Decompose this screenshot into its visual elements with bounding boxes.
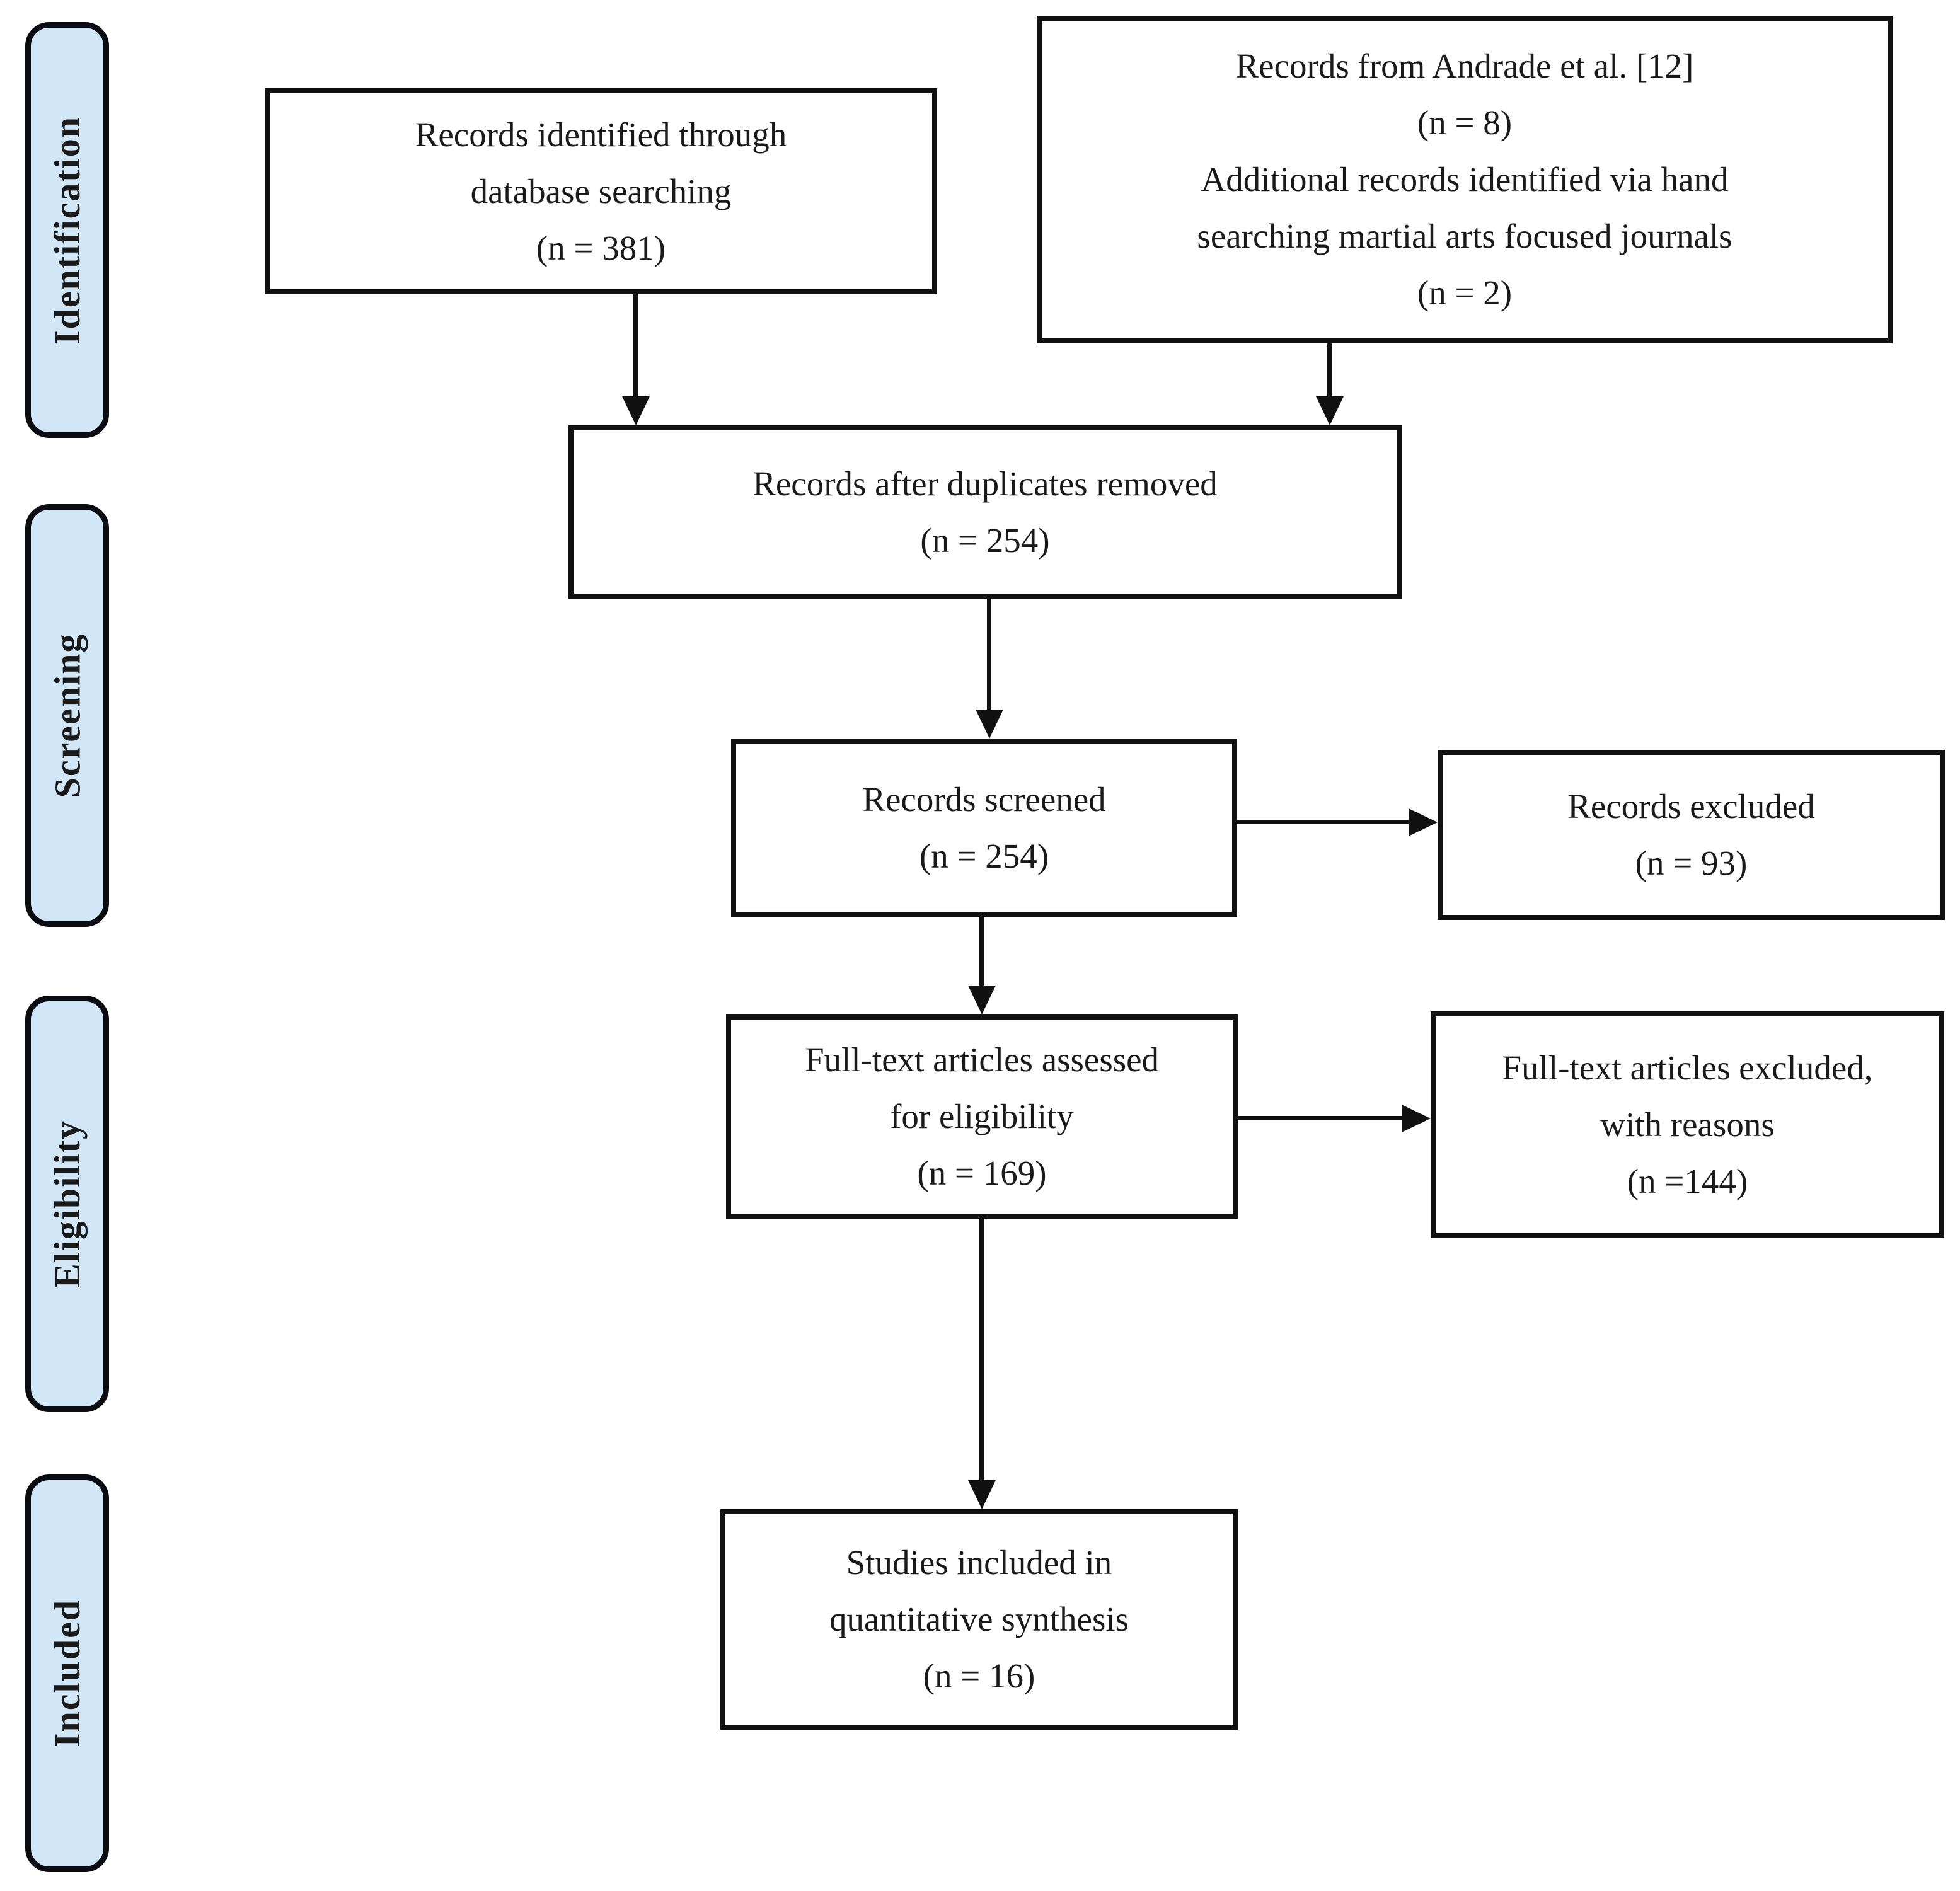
arrow-fulltext-to-fulltext-excluded-head bbox=[1402, 1105, 1431, 1132]
stage-eligibility: Eligibility bbox=[25, 996, 109, 1412]
box-additional-records-count: (n = 8) bbox=[1417, 103, 1513, 142]
stage-identification-label: Identification bbox=[47, 115, 88, 345]
arrow-deduplicated-to-screened bbox=[987, 599, 991, 710]
arrow-identified-to-deduplicated bbox=[633, 294, 638, 396]
box-fulltext-excluded-line: with reasons bbox=[1600, 1105, 1775, 1144]
box-records-excluded-count: (n = 93) bbox=[1635, 844, 1748, 882]
stage-eligibility-label: Eligibility bbox=[47, 1120, 88, 1288]
box-records-identified-line: Records identified through bbox=[415, 115, 787, 154]
box-fulltext-assessed-line: Full-text articles assessed bbox=[804, 1040, 1160, 1079]
arrow-identified-to-deduplicated-head bbox=[622, 396, 650, 425]
box-fulltext-assessed-line: for eligibility bbox=[890, 1097, 1074, 1135]
arrow-screened-to-excluded-head bbox=[1409, 808, 1438, 836]
box-duplicates-removed-count: (n = 254) bbox=[920, 520, 1050, 560]
arrow-deduplicated-to-screened-head bbox=[976, 710, 1003, 739]
box-duplicates-removed: Records after duplicates removed (n = 25… bbox=[568, 425, 1402, 599]
stage-included: Included bbox=[25, 1474, 109, 1872]
box-records-screened-line: Records screened bbox=[862, 779, 1106, 819]
arrow-screened-to-fulltext-head bbox=[968, 986, 996, 1014]
arrow-screened-to-fulltext bbox=[979, 917, 984, 986]
stage-screening: Screening bbox=[25, 504, 109, 927]
arrow-fulltext-to-included-head bbox=[968, 1480, 996, 1509]
box-additional-records-line: Additional records identified via hand bbox=[1201, 160, 1729, 198]
box-studies-included-line: Studies included in bbox=[846, 1543, 1112, 1582]
box-additional-records-line: searching martial arts focused journals bbox=[1197, 217, 1732, 255]
box-additional-records-count: (n = 2) bbox=[1417, 273, 1513, 312]
box-records-identified-line: database searching bbox=[470, 171, 732, 210]
box-records-excluded-line: Records excluded bbox=[1567, 787, 1815, 825]
box-studies-included-count: (n = 16) bbox=[923, 1657, 1035, 1695]
box-duplicates-removed-line: Records after duplicates removed bbox=[752, 464, 1218, 503]
arrow-additional-to-deduplicated-head bbox=[1316, 396, 1344, 425]
box-fulltext-assessed: Full-text articles assessed for eligibil… bbox=[726, 1014, 1238, 1219]
box-additional-records: Records from Andrade et al. [12] (n = 8)… bbox=[1037, 16, 1893, 343]
box-records-screened-count: (n = 254) bbox=[919, 836, 1049, 875]
box-records-excluded: Records excluded (n = 93) bbox=[1438, 750, 1945, 920]
stage-screening-label: Screening bbox=[47, 633, 88, 798]
box-records-identified: Records identified through database sear… bbox=[265, 88, 937, 294]
box-records-screened: Records screened (n = 254) bbox=[731, 739, 1237, 917]
arrow-fulltext-to-included bbox=[979, 1219, 984, 1480]
stage-included-label: Included bbox=[47, 1599, 88, 1748]
arrow-screened-to-excluded bbox=[1237, 820, 1409, 824]
box-studies-included-line: quantitative synthesis bbox=[829, 1600, 1129, 1638]
box-studies-included: Studies included in quantitative synthes… bbox=[720, 1509, 1238, 1730]
box-additional-records-line: Records from Andrade et al. [12] bbox=[1235, 47, 1694, 85]
box-fulltext-excluded-count: (n =144) bbox=[1627, 1162, 1748, 1200]
stage-identification: Identification bbox=[25, 22, 109, 438]
box-records-identified-count: (n = 381) bbox=[536, 228, 666, 267]
arrow-additional-to-deduplicated bbox=[1327, 343, 1332, 396]
arrow-fulltext-to-fulltext-excluded bbox=[1238, 1116, 1402, 1120]
box-fulltext-excluded: Full-text articles excluded, with reason… bbox=[1431, 1011, 1944, 1238]
box-fulltext-excluded-line: Full-text articles excluded, bbox=[1502, 1049, 1873, 1087]
box-fulltext-assessed-count: (n = 169) bbox=[917, 1154, 1047, 1192]
